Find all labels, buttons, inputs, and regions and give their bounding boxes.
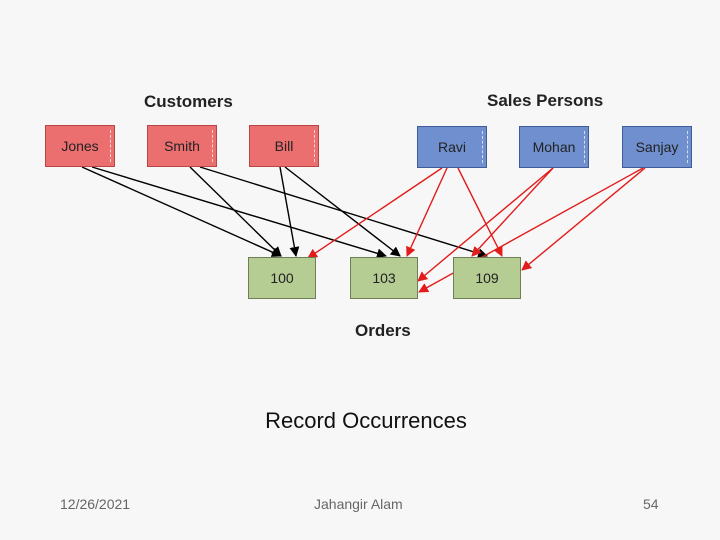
footer-page-number: 54 xyxy=(643,496,659,512)
arrow-mohan-to-109 xyxy=(471,167,554,257)
sales-person-box-mohan: Mohan xyxy=(519,126,589,168)
customer-label: Smith xyxy=(164,138,200,154)
slide-caption: Record Occurrences xyxy=(265,408,467,433)
arrow-mohan-to-103 xyxy=(417,167,554,282)
customer-label: Jones xyxy=(61,138,99,154)
sales-person-label: Ravi xyxy=(437,139,466,155)
arrow-ravi-to-100 xyxy=(307,167,443,259)
order-label: 109 xyxy=(475,270,499,286)
arrow-bill-to-103 xyxy=(284,166,401,257)
arrow-sanjay-to-109 xyxy=(521,167,646,271)
order-box-109: 109 xyxy=(453,257,521,299)
orders-heading: Orders xyxy=(355,321,411,340)
customer-box-jones: Jones xyxy=(45,125,115,167)
order-box-100: 100 xyxy=(248,257,316,299)
sales-person-label: Mohan xyxy=(532,139,576,155)
arrow-ravi-to-103 xyxy=(406,167,448,257)
sales-person-label: Sanjay xyxy=(635,139,679,155)
customer-box-smith: Smith xyxy=(147,125,217,167)
customers-heading: Customers xyxy=(144,92,233,111)
sales-persons-heading: Sales Persons xyxy=(487,91,604,110)
arrow-bill-to-100 xyxy=(279,166,300,257)
arrow-jones-to-103 xyxy=(91,166,387,259)
arrow-smith-to-100 xyxy=(189,166,282,257)
sales-person-box-sanjay: Sanjay xyxy=(622,126,692,168)
customer-box-bill: Bill xyxy=(249,125,319,167)
customer-label: Bill xyxy=(274,138,294,154)
arrow-jones-to-100 xyxy=(81,166,282,257)
arrow-ravi-to-109 xyxy=(457,167,503,257)
footer-date: 12/26/2021 xyxy=(60,496,131,512)
order-label: 100 xyxy=(270,270,294,286)
footer-author: Jahangir Alam xyxy=(314,496,403,512)
order-box-103: 103 xyxy=(350,257,418,299)
order-label: 103 xyxy=(372,270,396,286)
sales-person-box-ravi: Ravi xyxy=(417,126,487,168)
